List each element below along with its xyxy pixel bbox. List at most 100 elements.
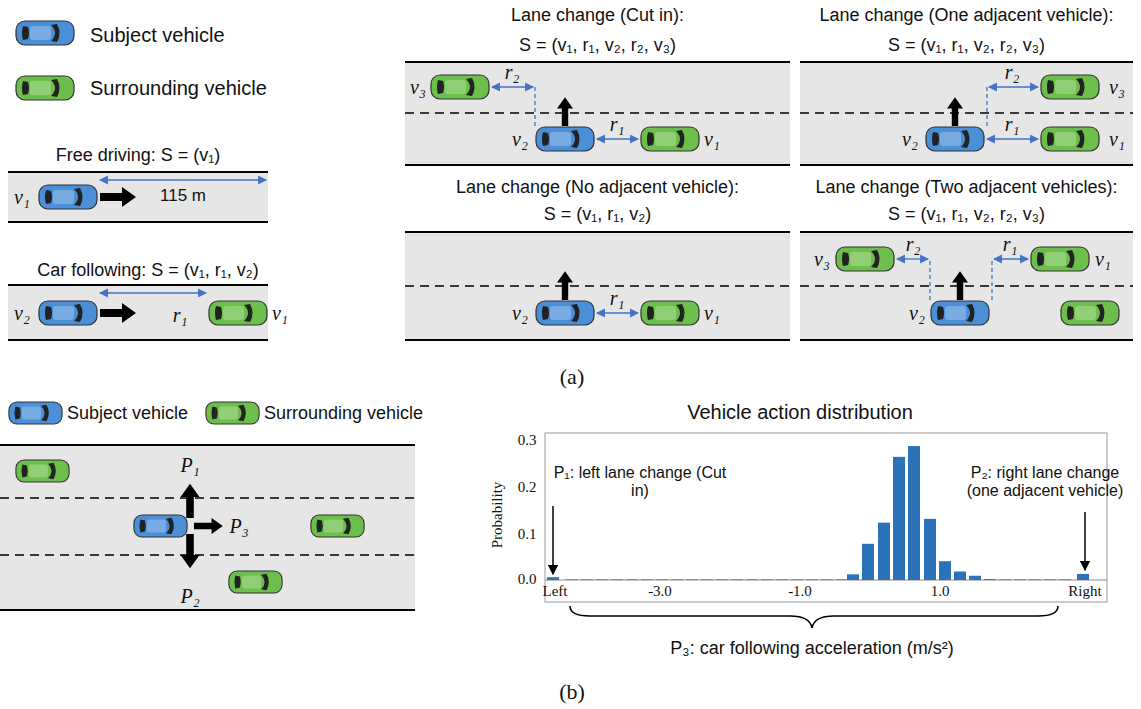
histogram-bar bbox=[908, 446, 920, 580]
road-edges bbox=[0, 62, 1133, 610]
scenario-panel: Lane change (One adjacent vehicle): S = … bbox=[800, 0, 1133, 165]
histogram-bar bbox=[878, 523, 890, 580]
text-label: r₂ bbox=[1005, 61, 1020, 84]
text-label: v₂ bbox=[512, 128, 528, 151]
text-label: v₃ bbox=[1109, 76, 1125, 99]
scenario-title: Lane change (Cut in): S = (v₁, r₁, v₂, r… bbox=[405, 0, 790, 60]
text-label: v₁ bbox=[272, 302, 288, 325]
legend-text: Subject vehicle bbox=[90, 24, 225, 47]
text-label: v₂ bbox=[512, 302, 528, 325]
text-label: r₁ bbox=[1003, 233, 1018, 256]
histogram-bar bbox=[1014, 579, 1026, 581]
cars bbox=[9, 21, 1119, 593]
text-label: P₃: car following acceleration (m/s²) bbox=[670, 638, 953, 659]
histogram-bar bbox=[566, 579, 578, 581]
text-label: 0.3 bbox=[518, 432, 537, 449]
text-label: -3.0 bbox=[648, 583, 672, 600]
text-label: (a) bbox=[560, 364, 584, 389]
scenario-panel: Lane change (Two adjacent vehicles): S =… bbox=[800, 174, 1133, 340]
histogram-bar bbox=[954, 572, 966, 580]
histogram-bar bbox=[761, 579, 773, 581]
text-label: Vehicle action distribution bbox=[687, 401, 913, 424]
histogram-bar bbox=[686, 579, 698, 581]
histogram-bar bbox=[701, 579, 713, 581]
histogram-bar bbox=[1044, 579, 1056, 581]
scenario-panel: Lane change (Cut in): S = (v₁, r₁, v₂, r… bbox=[405, 0, 790, 165]
text-label: -1.0 bbox=[788, 583, 812, 600]
scenario-panel: Lane change (No adjacent vehicle): S = (… bbox=[405, 174, 790, 340]
text-label: v₁ bbox=[14, 186, 30, 209]
histogram-bar bbox=[924, 519, 936, 580]
text-label: v₃ bbox=[410, 76, 426, 99]
scenario-panel: Free driving: S = (v₁) bbox=[8, 143, 268, 222]
legend-text: Surrounding vehicle bbox=[264, 403, 423, 424]
histogram-bar bbox=[746, 579, 758, 581]
histogram-bar bbox=[547, 577, 559, 580]
scenario-title: Lane change (No adjacent vehicle): S = (… bbox=[405, 174, 790, 228]
histogram-bar bbox=[969, 576, 981, 580]
histogram-bar bbox=[1077, 574, 1089, 580]
histogram-bar bbox=[862, 544, 874, 580]
legend-text: Surrounding vehicle bbox=[90, 77, 267, 100]
text-label: P₂ bbox=[180, 585, 199, 608]
text-label: 0.2 bbox=[518, 479, 537, 496]
histogram-bar bbox=[836, 579, 848, 581]
text-label: v₁ bbox=[1095, 248, 1111, 271]
histogram-bar bbox=[641, 579, 653, 581]
text-label: v₁ bbox=[1109, 128, 1125, 151]
text-label: 0.0 bbox=[518, 571, 537, 588]
histogram-bar bbox=[731, 579, 743, 581]
histogram-bar bbox=[806, 579, 818, 581]
histogram-bar bbox=[671, 579, 683, 581]
text-label: r₁ bbox=[610, 287, 625, 310]
text-label: Left bbox=[543, 583, 568, 600]
text-label: (b) bbox=[559, 679, 585, 704]
text-label: r₂ bbox=[906, 233, 921, 256]
histogram-bar bbox=[999, 579, 1011, 581]
histogram-bar bbox=[596, 579, 608, 581]
text-label: P₁: left lane change (Cut in) bbox=[553, 464, 728, 501]
text-label: P₃ bbox=[229, 515, 248, 538]
histogram-bar bbox=[611, 579, 623, 581]
histogram-bar bbox=[1059, 579, 1071, 581]
histogram-bar bbox=[821, 579, 833, 581]
text-label: Right bbox=[1068, 583, 1101, 600]
text-label: 0.1 bbox=[518, 526, 537, 543]
histogram-bar bbox=[716, 579, 728, 581]
roads bbox=[0, 62, 1133, 610]
legend-text: Subject vehicle bbox=[67, 403, 188, 424]
text-label: v₂ bbox=[14, 302, 30, 325]
text-label: 1.0 bbox=[931, 583, 950, 600]
histogram-bar bbox=[847, 574, 859, 580]
text-label: Probability bbox=[489, 482, 506, 549]
scenario-title: Lane change (One adjacent vehicle): S = … bbox=[800, 0, 1133, 60]
chart bbox=[545, 433, 1107, 628]
scenario-title: Free driving: S = (v₁) bbox=[8, 143, 268, 167]
histogram-bar bbox=[656, 579, 668, 581]
text-label: v₁ bbox=[704, 128, 720, 151]
scenario-title: Car following: S = (v₁, r₁, v₂) bbox=[8, 258, 288, 282]
scenario-title: Lane change (Two adjacent vehicles): S =… bbox=[800, 174, 1133, 228]
histogram-bar bbox=[626, 579, 638, 581]
histogram-bar bbox=[893, 457, 905, 580]
scenario-panel: Car following: S = (v₁, r₁, v₂) bbox=[8, 258, 288, 340]
lane-markings bbox=[0, 113, 1133, 555]
text-label: r₁ bbox=[1005, 113, 1020, 136]
histogram-bar bbox=[581, 579, 593, 581]
text-label: P₁ bbox=[180, 454, 199, 477]
text-label: 115 m bbox=[160, 186, 206, 206]
text-label: v₂ bbox=[902, 128, 918, 151]
text-label: v₁ bbox=[704, 302, 720, 325]
text-label: v₃ bbox=[814, 248, 830, 271]
text-label: r₁ bbox=[610, 113, 625, 136]
histogram-bar bbox=[791, 579, 803, 581]
text-label: r₁ bbox=[173, 304, 188, 327]
histogram-bar bbox=[984, 579, 996, 581]
histogram-bar bbox=[939, 561, 951, 580]
histogram-bar bbox=[776, 579, 788, 581]
text-label: P₂: right lane change (one adjacent vehi… bbox=[955, 464, 1135, 501]
motion-arrows bbox=[100, 97, 968, 568]
histogram-bar bbox=[1029, 579, 1041, 581]
text-label: v₂ bbox=[909, 302, 925, 325]
